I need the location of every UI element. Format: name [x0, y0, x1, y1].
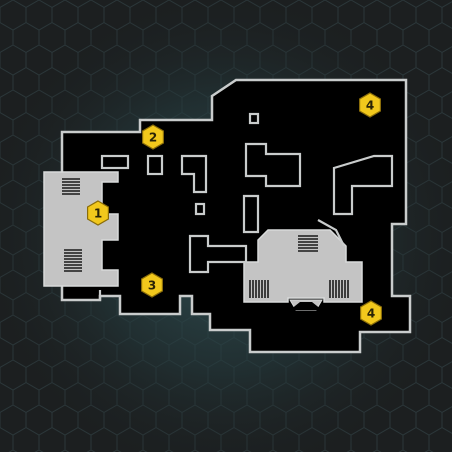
interior-walls [98, 112, 394, 300]
zone-marker-label: 2 [149, 131, 157, 145]
stairs-icon [62, 178, 80, 195]
raised-platform-left [43, 171, 119, 287]
zone-marker-label: 4 [367, 307, 375, 321]
zone-marker-label: 3 [148, 279, 156, 293]
pillar [248, 112, 260, 125]
stairs-icon [329, 280, 349, 298]
stairs-icon [64, 249, 82, 272]
wall-block [317, 219, 345, 247]
zone-marker-4-top[interactable]: 4 [359, 92, 381, 118]
zone-marker-label: 1 [94, 207, 102, 221]
wall-block [188, 234, 248, 274]
wall-block [244, 142, 302, 188]
wall-block [332, 154, 394, 216]
stairs-icon [298, 235, 318, 252]
zone-marker-3[interactable]: 3 [141, 272, 163, 298]
wall-block [242, 194, 260, 234]
hexagon-badge-icon [360, 300, 382, 326]
pillar [100, 154, 130, 170]
stairs-icon [249, 280, 269, 298]
pillar [194, 202, 206, 216]
zone-marker-1[interactable]: 1 [87, 200, 109, 226]
hexagon-badge-icon [141, 272, 163, 298]
wall-block [180, 154, 208, 194]
zone-marker-4-bottom[interactable]: 4 [360, 300, 382, 326]
zone-marker-2[interactable]: 2 [142, 124, 164, 150]
hexagon-badge-icon [142, 124, 164, 150]
hexagon-badge-icon [359, 92, 381, 118]
hexagon-badge-icon [87, 200, 109, 226]
pillar [146, 154, 164, 176]
zone-marker-label: 4 [366, 99, 374, 113]
platform-notch [290, 302, 322, 310]
